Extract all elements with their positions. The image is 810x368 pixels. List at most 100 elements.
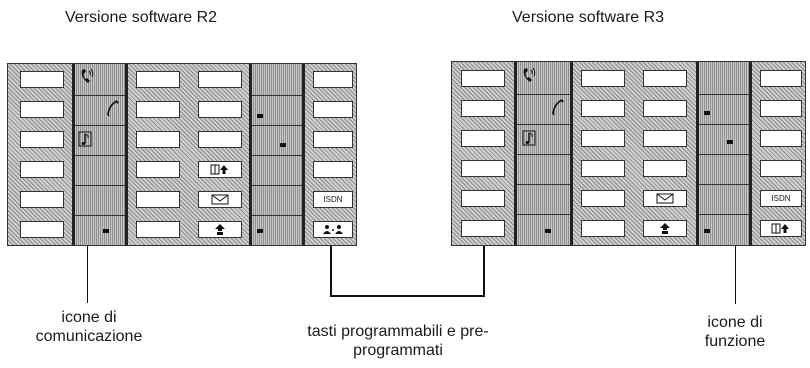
arrow-up-icon [215, 223, 225, 235]
function-icon-strip [249, 64, 305, 245]
grid-line [75, 185, 125, 186]
programmable-key[interactable] [461, 100, 505, 117]
led-indicator-icon [727, 140, 733, 144]
programmable-key[interactable] [461, 70, 505, 87]
callout-line-1: tasti programmabili e pre- [307, 323, 489, 340]
programmable-key[interactable] [20, 71, 64, 88]
grid-line [252, 95, 302, 96]
led-indicator-icon [257, 229, 263, 233]
led-indicator-icon [704, 229, 710, 233]
programmable-key[interactable] [461, 160, 505, 177]
shift-key[interactable] [198, 221, 242, 238]
programmable-key[interactable] [313, 101, 353, 118]
isdn-key-label: ISDN [771, 193, 791, 203]
programmable-key[interactable] [198, 71, 242, 88]
programmable-key[interactable] [643, 70, 687, 87]
strip-divider [570, 62, 573, 245]
handset-ringing-icon [523, 67, 536, 82]
strip-divider [72, 64, 75, 245]
isdn-key[interactable]: ISDN [313, 191, 353, 208]
title-r3: Versione software R3 [512, 9, 665, 26]
phonebook-icon [771, 223, 789, 234]
shift-key[interactable] [643, 220, 687, 237]
programmable-key[interactable] [313, 161, 353, 178]
callout-line-2: funzione [704, 333, 766, 350]
programmable-key[interactable] [581, 220, 625, 237]
programmable-key[interactable] [581, 130, 625, 147]
programmable-key[interactable] [581, 100, 625, 117]
isdn-key-label: ISDN [323, 194, 343, 204]
callout-function-icons: icone di funzione [680, 313, 790, 351]
conference-key[interactable] [313, 221, 353, 238]
programmable-key[interactable] [20, 221, 64, 238]
title-r2: Versione software R2 [65, 9, 218, 26]
callout-line-function [735, 246, 736, 304]
grid-line [517, 94, 570, 95]
handset-icon [107, 100, 119, 116]
callout-line-1: icone di [61, 309, 117, 326]
strip-divider [514, 62, 517, 245]
grid-line [699, 214, 749, 215]
phonebook-key[interactable] [198, 161, 242, 178]
grid-line [517, 214, 570, 215]
grid-line [517, 154, 570, 155]
programmable-key[interactable] [136, 131, 180, 148]
programmable-key[interactable] [136, 221, 180, 238]
handset-icon [552, 99, 564, 115]
handset-ringing-icon [81, 68, 94, 83]
programmable-key[interactable] [581, 160, 625, 177]
programmable-key[interactable] [136, 191, 180, 208]
programmable-key[interactable] [198, 101, 242, 118]
keypad-panel-r2: ISDN [7, 63, 357, 246]
callout-line-1: icone di [707, 314, 763, 331]
grid-line [75, 125, 125, 126]
envelope-icon [211, 194, 229, 205]
strip-divider [302, 64, 305, 245]
message-key[interactable] [643, 190, 687, 207]
callout-communication-icons: icone di comunicazione [14, 308, 164, 346]
programmable-key[interactable] [643, 130, 687, 147]
programmable-key[interactable] [461, 190, 505, 207]
programmable-key[interactable] [313, 71, 353, 88]
grid-line [252, 155, 302, 156]
programmable-key[interactable] [313, 131, 353, 148]
envelope-icon [656, 193, 674, 204]
grid-line [517, 124, 570, 125]
strip-divider [125, 64, 128, 245]
programmable-key[interactable] [20, 191, 64, 208]
strip-divider [749, 62, 752, 245]
programmable-key[interactable] [760, 70, 802, 87]
programmable-key[interactable] [461, 130, 505, 147]
arrow-up-icon [660, 222, 670, 234]
music-note-icon [522, 130, 536, 146]
programmable-key[interactable] [461, 220, 505, 237]
programmable-key[interactable] [760, 100, 802, 117]
grid-line [699, 154, 749, 155]
programmable-key[interactable] [643, 100, 687, 117]
message-key[interactable] [198, 191, 242, 208]
isdn-key[interactable]: ISDN [760, 190, 802, 207]
grid-line [699, 124, 749, 125]
grid-line [252, 185, 302, 186]
programmable-key[interactable] [136, 71, 180, 88]
grid-line [75, 155, 125, 156]
grid-line [252, 125, 302, 126]
callout-line-2: comunicazione [35, 328, 143, 345]
programmable-key[interactable] [20, 131, 64, 148]
callout-programmable-keys: tasti programmabili e pre- programmati [268, 322, 528, 360]
programmable-key[interactable] [581, 190, 625, 207]
programmable-key[interactable] [136, 101, 180, 118]
programmable-key[interactable] [198, 131, 242, 148]
led-indicator-icon [280, 143, 286, 147]
programmable-key[interactable] [20, 161, 64, 178]
programmable-key[interactable] [581, 70, 625, 87]
grid-line [75, 95, 125, 96]
programmable-key[interactable] [136, 161, 180, 178]
callout-line-communication [87, 246, 88, 303]
programmable-key[interactable] [760, 130, 802, 147]
programmable-key[interactable] [760, 160, 802, 177]
phonebook-key[interactable] [760, 220, 802, 237]
programmable-key[interactable] [643, 160, 687, 177]
grid-line [252, 215, 302, 216]
programmable-key[interactable] [20, 101, 64, 118]
